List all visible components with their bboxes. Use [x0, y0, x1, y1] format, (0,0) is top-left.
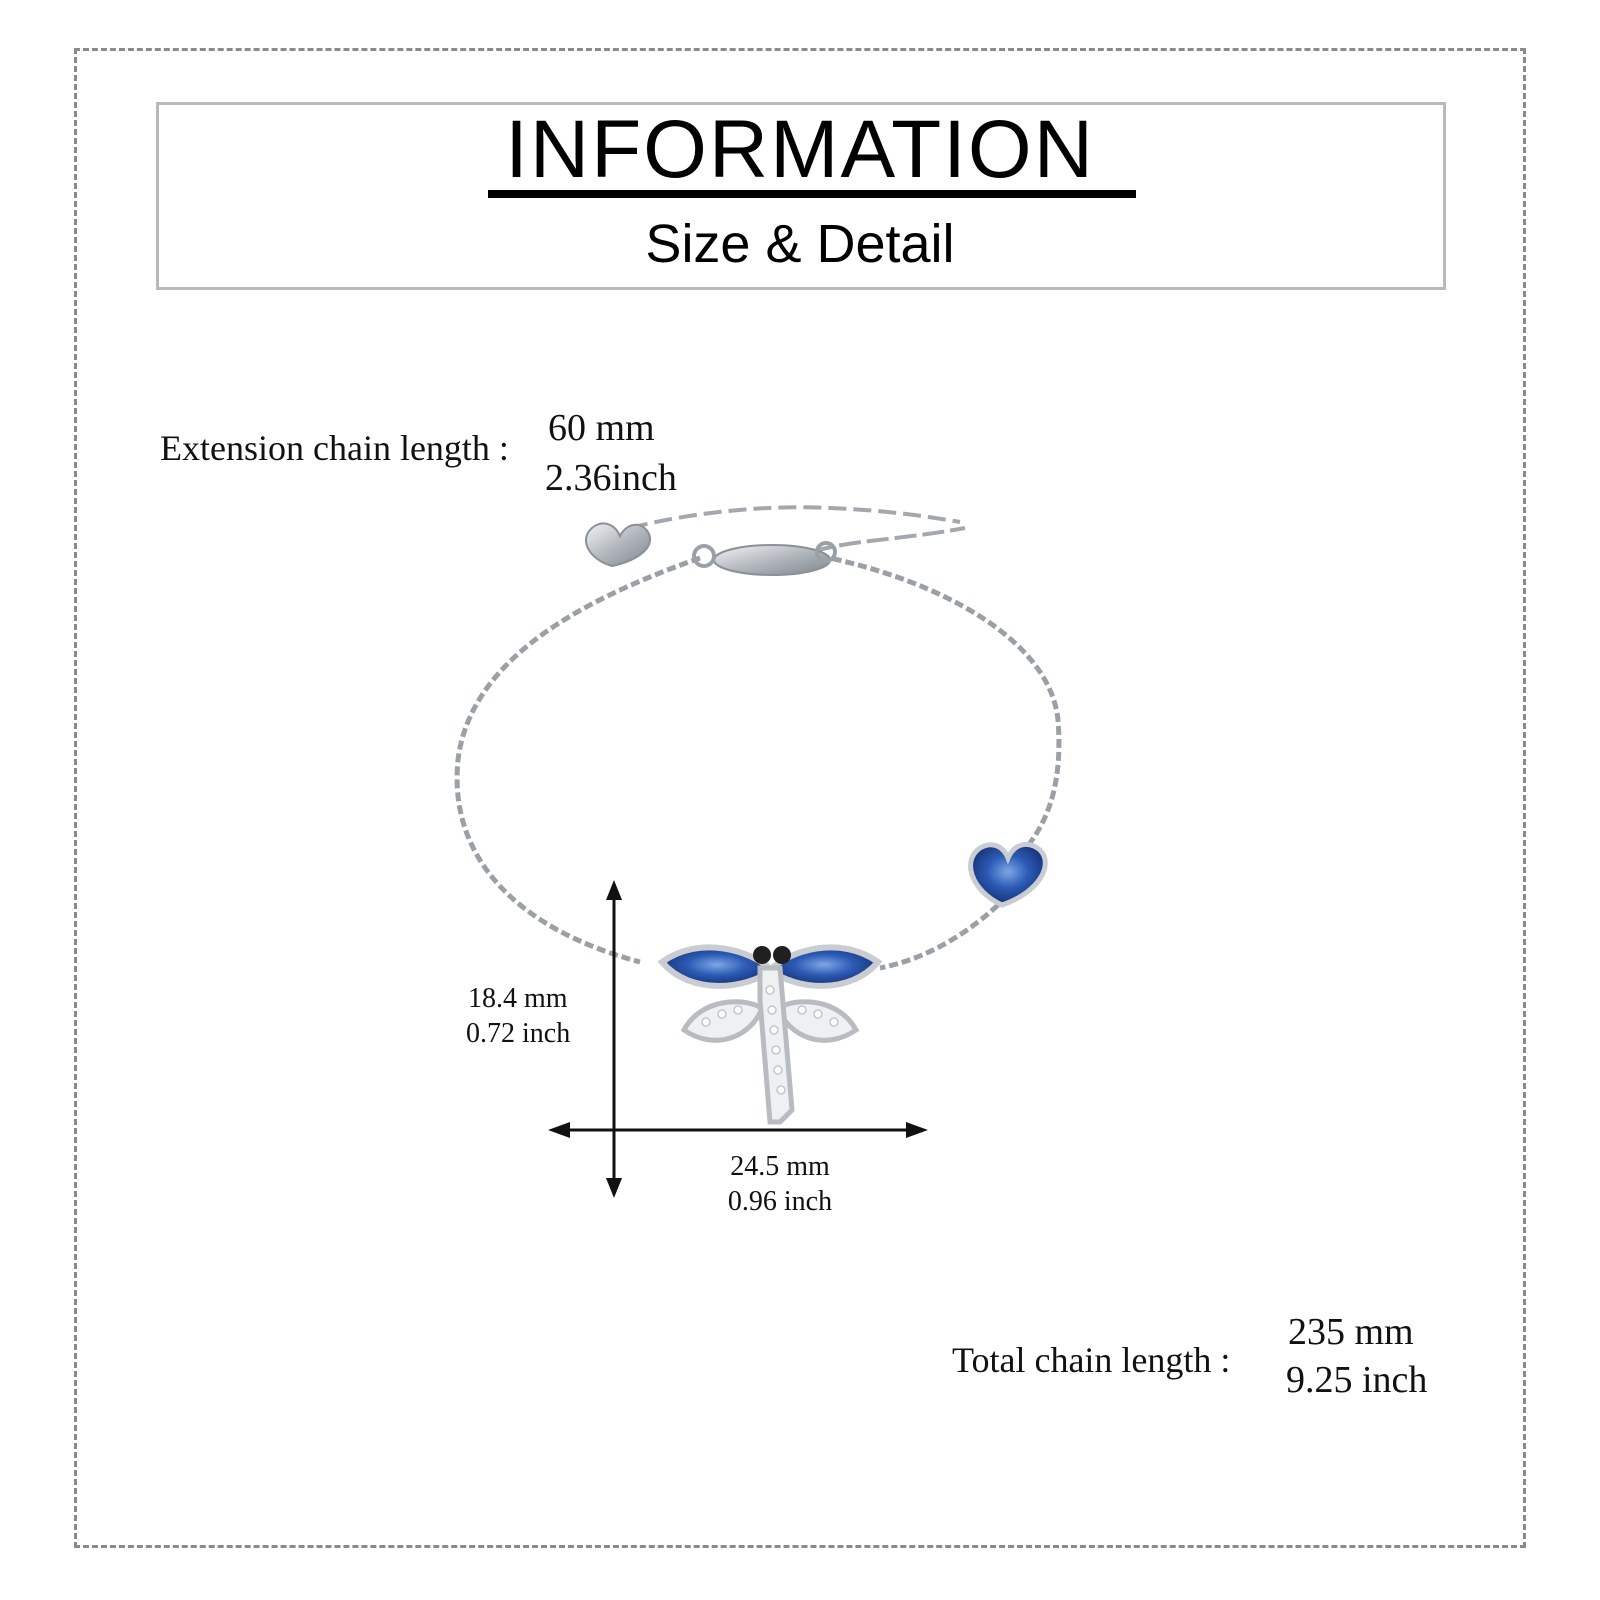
extension-chain-mm: 60 mm	[548, 407, 655, 449]
total-chain-inch: 9.25 inch	[1286, 1359, 1428, 1401]
dashed-frame	[74, 48, 1526, 1548]
pendant-width-inch: 0.96 inch	[727, 1186, 833, 1217]
extension-chain	[811, 526, 966, 554]
pendant-height-inch: 0.72 inch	[466, 1018, 571, 1049]
extension-chain-label: Extension chain length :	[160, 428, 509, 468]
page-subtitle: Size & Detail	[645, 214, 955, 274]
extension-chain-inch: 2.36inch	[545, 457, 677, 499]
total-chain-mm: 235 mm	[1288, 1311, 1414, 1353]
pendant-width-mm: 24.5 mm	[730, 1151, 830, 1182]
width-dimension-arrow	[548, 1122, 928, 1138]
title-underline	[488, 190, 1136, 198]
main-chain-lower-right	[879, 903, 1000, 971]
main-chain	[454, 555, 701, 965]
extension-chain-upper	[629, 505, 961, 530]
main-chain-right	[819, 553, 1062, 877]
dragonfly-pendant	[657, 944, 883, 1125]
page-title: INFORMATION	[505, 104, 1095, 195]
header-box	[156, 102, 1446, 290]
height-dimension-arrow	[606, 880, 622, 1198]
heart-crystal	[968, 841, 1048, 908]
lobster-clasp	[692, 541, 837, 576]
pendant-height-mm: 18.4 mm	[468, 983, 568, 1014]
heart-tag	[585, 522, 651, 568]
total-chain-label: Total chain length :	[952, 1340, 1231, 1380]
